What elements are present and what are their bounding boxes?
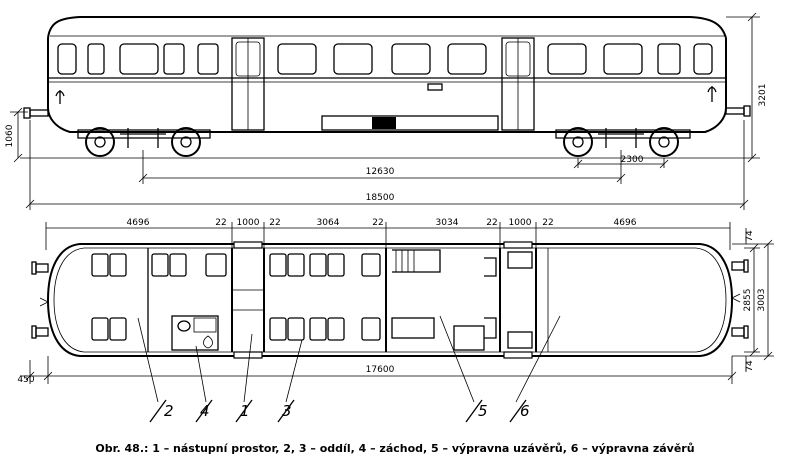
side-underframe [321, 83, 499, 131]
plan-seg-6: 3034 [436, 218, 459, 228]
plan-width-outer-dim: 3003 [757, 289, 767, 312]
plan-body-length-dim: 17600 [366, 365, 395, 375]
plan-toilet [171, 315, 219, 351]
plan-width-dimensions: 2855 3003 74 74 [732, 228, 774, 372]
side-elevation: 3201 1060 12630 2300 18500 [5, 12, 768, 210]
plan-buffers [31, 259, 749, 339]
plan-seg-8: 1000 [509, 218, 532, 228]
side-dimensions: 3201 1060 12630 2300 18500 [5, 12, 768, 210]
plan-room-5-equipment [391, 249, 497, 351]
side-doors [231, 37, 535, 131]
callout-4: 4 [200, 402, 210, 420]
callout-1: 1 [240, 402, 250, 420]
plan-side-top-dim: 74 [745, 230, 755, 242]
plan-callout-leaders [137, 315, 561, 423]
side-height-dim: 3201 [758, 84, 768, 107]
plan-seg-4: 3064 [317, 218, 340, 228]
callout-3: 3 [282, 402, 292, 420]
side-windows [57, 43, 713, 75]
side-pivot-dim: 12630 [366, 167, 395, 177]
side-bogie-left [77, 127, 211, 157]
plan-inner-outline [53, 247, 727, 353]
plan-body-outline [46, 243, 734, 357]
side-wheelbase-dim: 2300 [621, 155, 644, 165]
callout-2: 2 [164, 402, 174, 420]
plan-seats-compartment-3 [269, 253, 381, 341]
plan-seg-9: 22 [542, 218, 553, 228]
side-overall-dim: 18500 [366, 193, 395, 203]
plan-seg-3: 22 [269, 218, 280, 228]
plan-width-inner-dim: 2855 [743, 289, 753, 312]
side-roof [47, 16, 727, 39]
plan-side-bottom-dim: 74 [745, 360, 755, 372]
plan-seats-compartment-2 [91, 253, 227, 341]
plan-seg-10: 4696 [614, 218, 637, 228]
plan-room-6-equipment [507, 248, 549, 352]
callout-6: 6 [520, 402, 530, 420]
side-bogie-right [555, 127, 691, 157]
plan-length-dimensions: 17600 450 [17, 356, 737, 385]
plan-callouts: 2 4 1 3 5 6 [164, 402, 530, 420]
figure-caption: Obr. 48.: 1 – nástupní prostor, 2, 3 – o… [95, 442, 695, 455]
plan-doorways [233, 241, 533, 359]
plan-seg-5: 22 [372, 218, 383, 228]
side-buffer-height-dim: 1060 [5, 124, 15, 147]
plan-segment-dimensions: 4696 22 1000 22 3064 22 3034 22 1000 22 … [45, 218, 731, 250]
plan-seg-1: 22 [215, 218, 226, 228]
plan-end-offset-dim: 450 [17, 375, 34, 385]
plan-seg-7: 22 [486, 218, 497, 228]
plan-seg-2: 1000 [237, 218, 260, 228]
plan-seg-0: 4696 [127, 218, 150, 228]
plan-view: 4696 22 1000 22 3064 22 3034 22 1000 22 … [17, 218, 774, 423]
plan-partitions [147, 248, 537, 352]
side-buffers [23, 86, 751, 119]
side-body [47, 38, 727, 133]
callout-5: 5 [478, 402, 488, 420]
